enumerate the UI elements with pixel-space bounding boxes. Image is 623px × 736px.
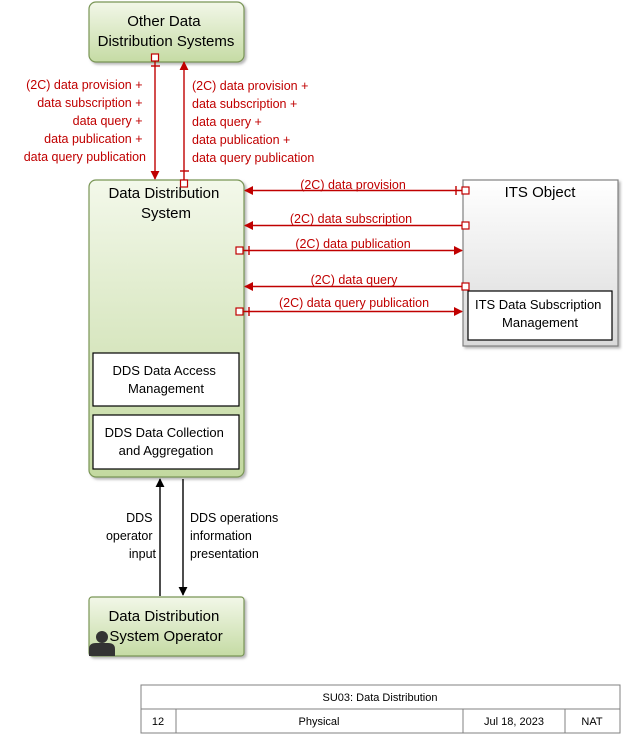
flow-data-publication[interactable]: (2C) data publication [235,237,463,255]
flow-label-up: (2C) data provision + data subscription … [192,79,314,165]
flow-data-query[interactable]: (2C) data query [244,273,470,291]
flow-label-provision: (2C) data provision [300,178,406,192]
other-dds-label-2: Distribution Systems [98,33,235,50]
flow-down-other-to-dds[interactable] [150,53,160,180]
dds-access-label-2: Management [128,381,204,396]
its-object-label: ITS Object [505,184,577,201]
flow-operations-information[interactable]: DDS operations information presentation [178,479,282,596]
footer-code: NAT [581,716,602,728]
dds-collection-label-1: DDS Data Collection [105,425,224,440]
operator-label-2: System Operator [109,628,222,645]
flow-label-operations-info: DDS operations information presentation [190,511,282,561]
its-data-subscription-management[interactable]: ITS Data Subscription Management [467,290,613,341]
svg-text:ITS Object: ITS Object [505,184,577,201]
dds-access-label-1: DDS Data Access [113,363,217,378]
dds-data-access-management[interactable]: DDS Data Access Management [92,352,240,407]
svg-text:DDS Data Collection and: DDS Data Collection and Aggregation [105,425,228,458]
other-dds-node[interactable]: Other Data Distribution Systems [88,1,245,63]
dds-data-collection-aggregation[interactable]: DDS Data Collection and Aggregation [92,414,240,470]
footer-table: SU03: Data Distribution 12 Physical Jul … [140,684,621,734]
svg-text:Data Distribution System: Data Distribution System [108,185,223,222]
footer-date: Jul 18, 2023 [484,716,544,728]
flow-label-query: (2C) data query [311,273,399,287]
footer-number: 12 [152,716,164,728]
flow-label-down: (2C) data provision + data subscription … [24,78,146,164]
operator-label-1: Data Distribution [108,608,219,625]
footer-title: SU03: Data Distribution [323,692,438,704]
dds-collection-label-2: and Aggregation [119,443,214,458]
flow-label-operator-input: DDS operator input [106,511,157,561]
flow-data-provision[interactable]: (2C) data provision [244,178,470,195]
flow-label-publication: (2C) data publication [295,237,410,251]
other-dds-label-1: Other Data [127,13,201,30]
dds-label-2: System [141,205,191,222]
dds-label-1: Data Distribution [108,185,219,202]
operator-node[interactable]: Data Distribution System Operator [88,596,245,657]
flow-label-query-publication: (2C) data query publication [279,296,429,310]
flow-operator-input[interactable]: DDS operator input [106,478,165,596]
svg-text:DDS Data Access Manageme: DDS Data Access Management [113,363,220,396]
svg-text:Other Data Distribution: Other Data Distribution Systems [98,13,235,50]
its-sub-label-2: Management [502,315,578,330]
svg-text:Data Distribution System: Data Distribution System Operator [108,608,223,645]
svg-text:ITS Data Subscription Ma: ITS Data Subscription Management [475,297,605,330]
flow-label-subscription: (2C) data subscription [290,212,412,226]
its-sub-label-1: ITS Data Subscription [475,297,601,312]
flow-data-query-publication[interactable]: (2C) data query publication [235,296,463,316]
flow-up-dds-to-other[interactable] [179,61,189,188]
footer-view: Physical [299,716,340,728]
person-silhouette-icon [89,631,115,656]
flow-data-subscription[interactable]: (2C) data subscription [244,212,470,230]
